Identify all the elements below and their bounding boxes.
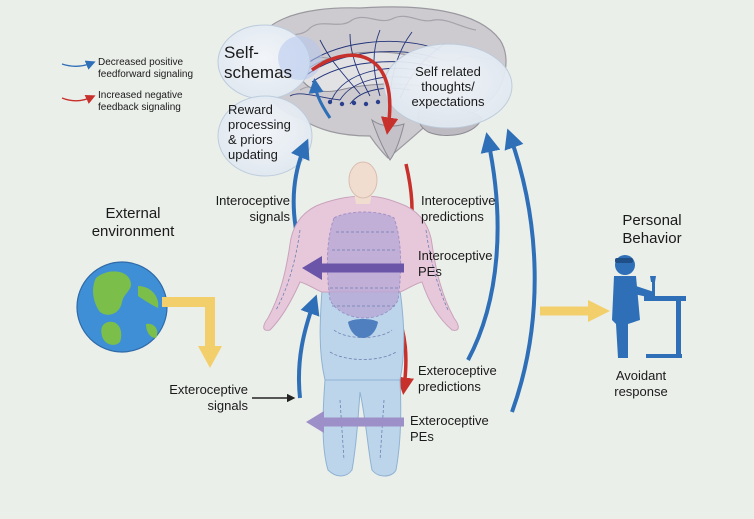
exteroceptive-signals-label: Exteroceptive signals <box>169 382 248 413</box>
globe-icon <box>76 261 168 353</box>
exteroceptive-predictions-label: Exteroceptive predictions <box>418 363 497 394</box>
personal-behavior-label: Personal Behavior <box>622 212 682 247</box>
legend-red-arrow <box>61 95 96 104</box>
right-feedback-arrow-2 <box>504 128 537 413</box>
legend-blue-label: Decreased positive feedforward signaling <box>98 57 194 80</box>
exteroceptive-pes-arrow-head <box>306 411 324 433</box>
self-related-text: Self related thoughts/ expectations <box>411 64 485 109</box>
exteroceptive-up-arrow <box>296 294 320 399</box>
reward-text: Reward processing & priors updating <box>228 102 291 162</box>
interoceptive-pes-arrow-head <box>302 256 322 280</box>
self-schemas-text: Self- schemas <box>224 43 293 82</box>
legend-red-label: Increased negative feedback signaling <box>98 90 183 113</box>
interoceptive-signals-label: Interoceptive signals <box>215 193 290 224</box>
brain-red-arrow <box>310 53 399 135</box>
environment-down-arrow-head <box>198 346 222 368</box>
person-at-desk-icon <box>612 255 686 358</box>
behavior-right-arrow-head <box>588 300 610 322</box>
brain-blue-arrow <box>308 78 332 119</box>
self-schemas-highlight <box>278 36 322 80</box>
avoidant-response-label: Avoidant response <box>614 368 668 399</box>
environment-down-arrow <box>162 297 215 346</box>
exteroceptive-pes-label: Exteroceptive PEs <box>410 413 489 444</box>
self-related-bubble <box>383 43 513 129</box>
external-environment-label: External environment <box>91 205 175 240</box>
interoceptive-predictions-label: Interoceptive predictions <box>421 193 496 224</box>
interoceptive-pes-label: Interoceptive PEs <box>418 248 493 279</box>
reward-bubble <box>217 95 313 177</box>
right-feedback-arrow-1 <box>466 132 501 361</box>
legend-blue-arrow <box>61 60 96 70</box>
